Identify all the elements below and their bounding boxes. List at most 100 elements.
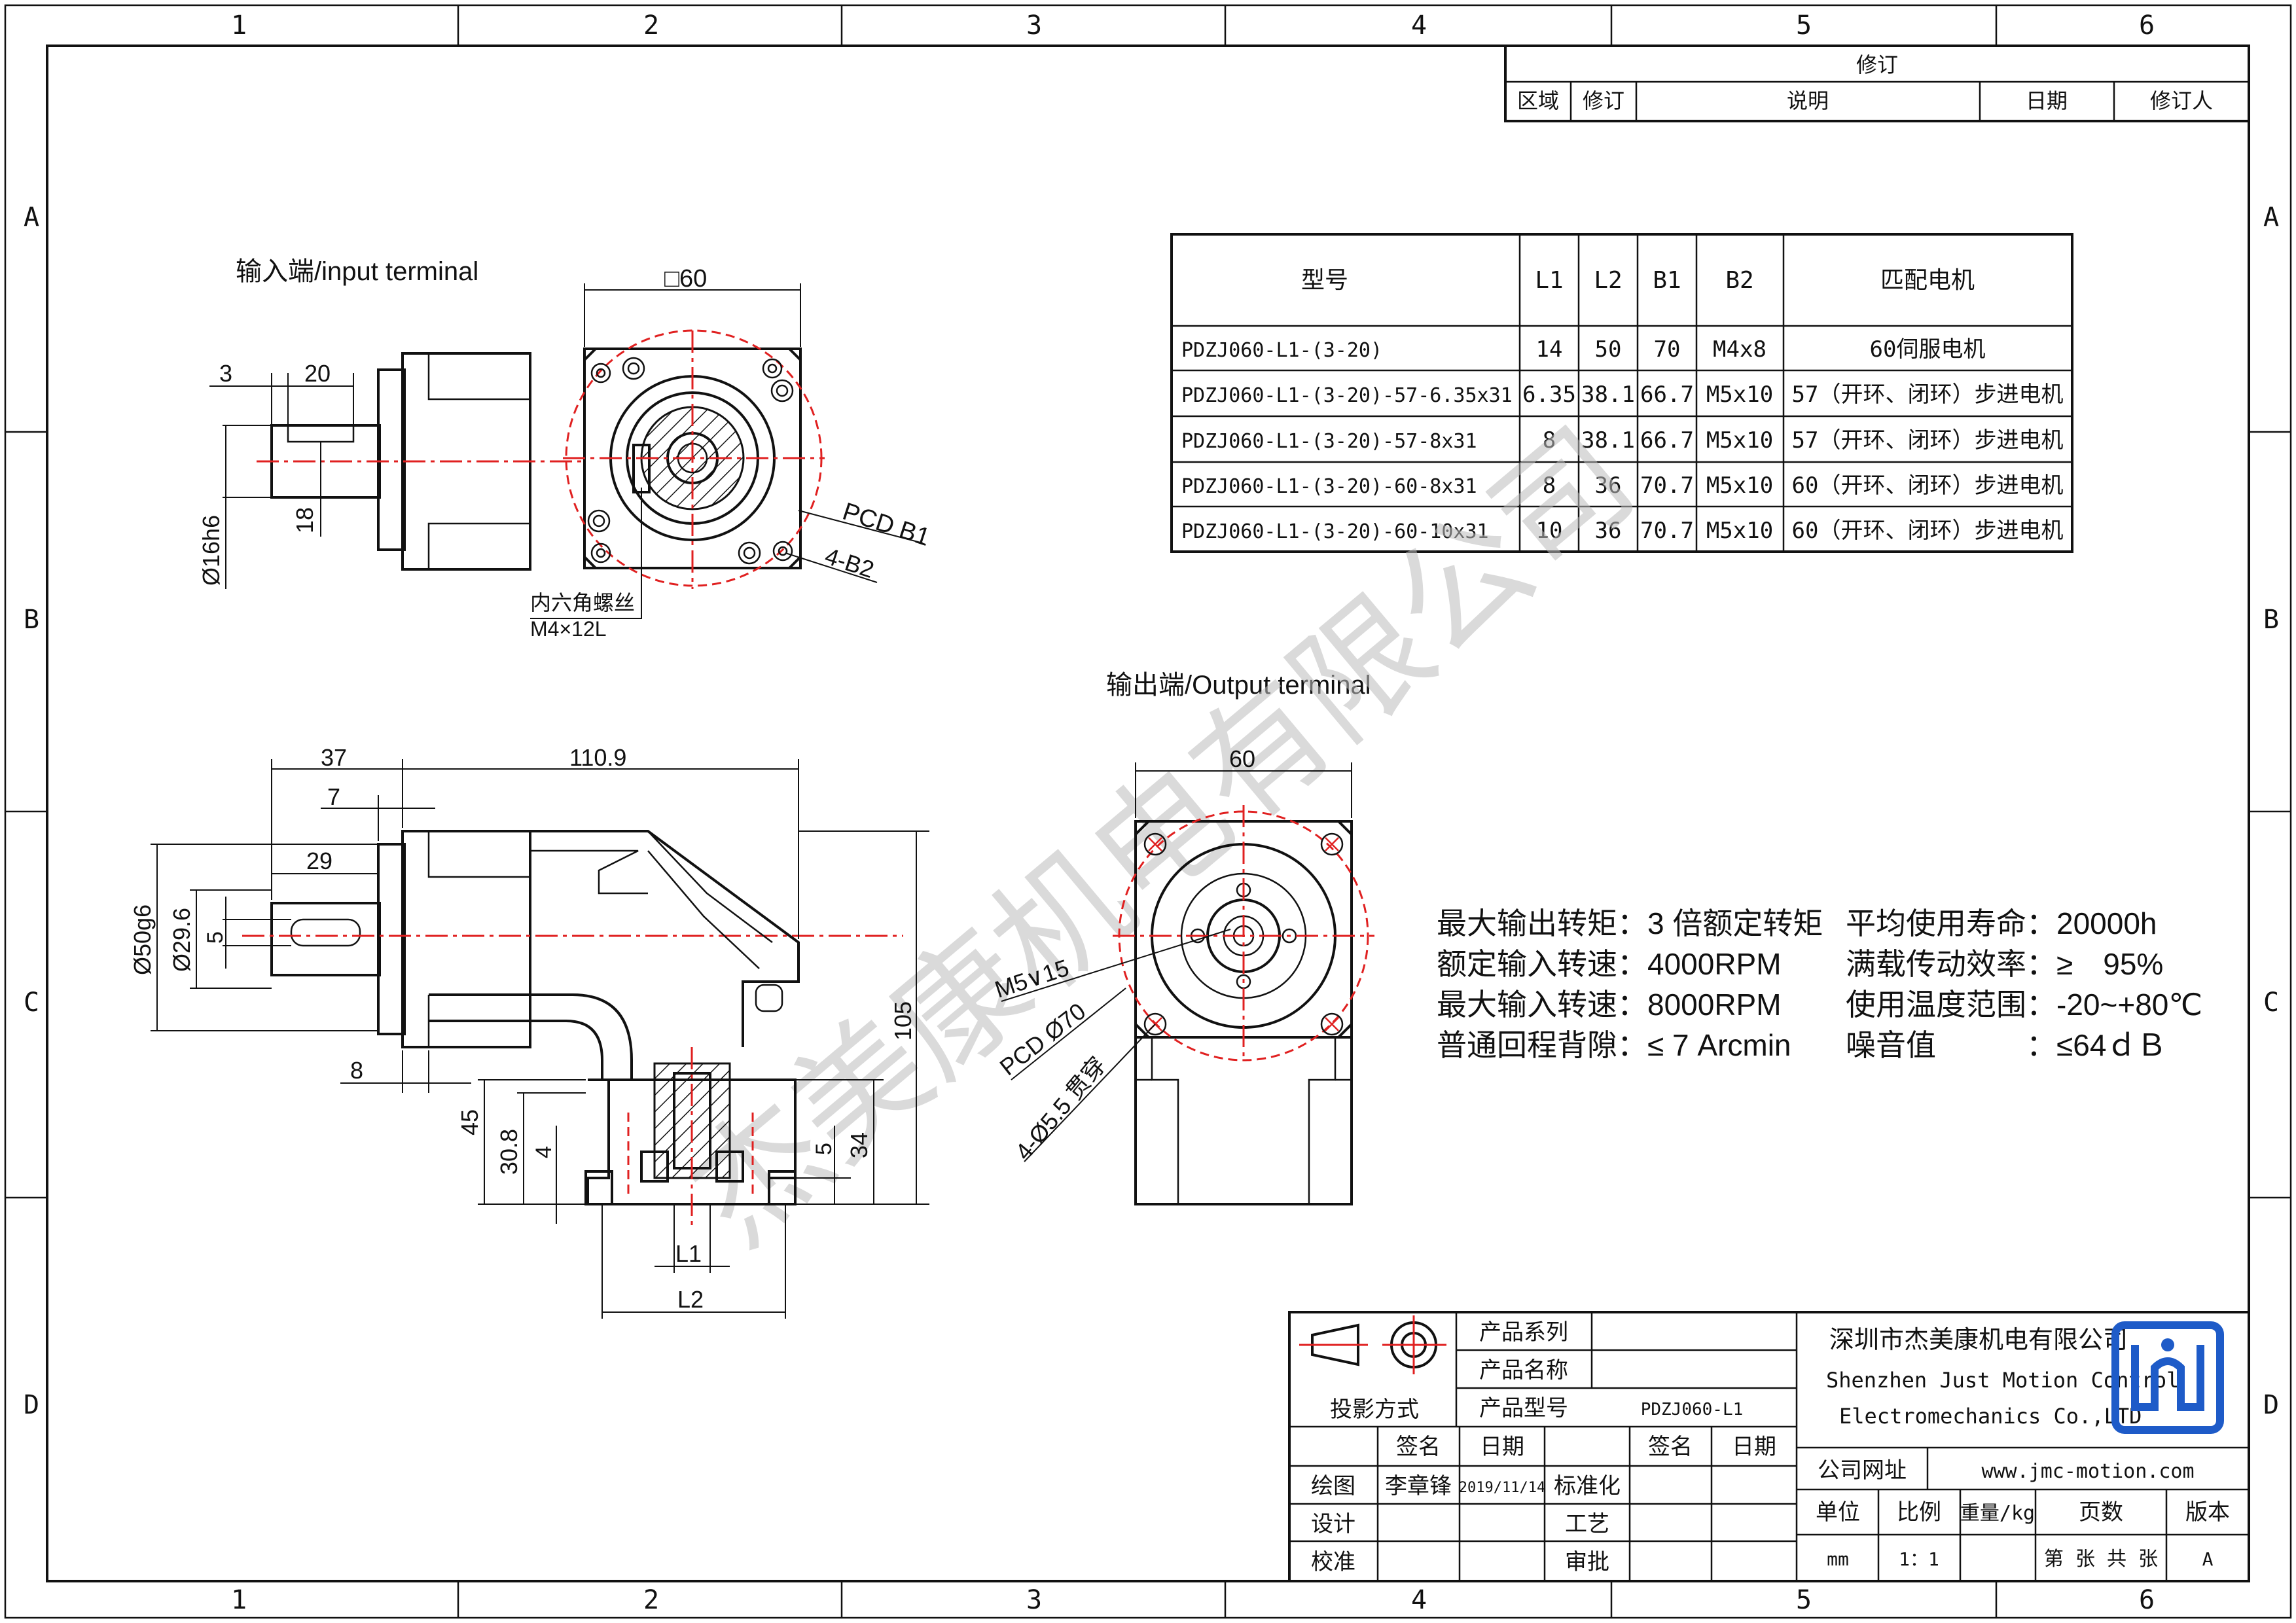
tb-check: 校准	[1311, 1549, 1355, 1575]
spec-list-left: 最大输出转矩：3 倍额定转矩 额定输入转速：4000RPM 最大输入转速：800…	[1437, 903, 1823, 1065]
col-label-3: 3	[1026, 10, 1042, 41]
spec-cell-r0-c3: 70	[1654, 336, 1681, 363]
dim-16h6: Ø16h6	[198, 515, 224, 586]
note-hex-screw: 内六角螺丝	[530, 591, 635, 615]
col-label-6: 6	[2139, 10, 2155, 41]
dim-pcd-b1: PCD B1	[839, 498, 933, 552]
revision-col-area: 区域	[1517, 88, 1559, 113]
spec-cell-r0-c2: 50	[1595, 336, 1622, 363]
spec-efficiency: 满载传动效率：≥ 95%	[1846, 947, 2164, 981]
dim-7: 7	[327, 783, 340, 810]
spec-max-torque: 最大输出转矩：3 倍额定转矩	[1437, 906, 1823, 940]
revision-col-rev: 修订	[1583, 88, 1624, 113]
tb-approve: 审批	[1565, 1549, 1609, 1575]
spec-header-l1: L1	[1535, 267, 1563, 294]
row-label-b-r: B	[2263, 605, 2279, 635]
col-label-1b: 1	[231, 1585, 247, 1615]
tb-version-label: 版本	[2185, 1499, 2230, 1525]
tb-pages-label: 页数	[2079, 1499, 2123, 1525]
tb-pages: 第 张 共 张	[2044, 1548, 2158, 1571]
row-label-a-r: A	[2263, 202, 2279, 232]
tb-scale-label: 比例	[1897, 1499, 1941, 1525]
revision-table: 修订 区域 修订 说明 日期 修订人	[1504, 45, 2250, 122]
revision-title: 修订	[1856, 52, 1898, 77]
dim-30-8: 30.8	[495, 1129, 522, 1175]
dim-20: 20	[304, 360, 331, 387]
spec-cell-r2-c5: 57（开环、闭环）步进电机	[1792, 427, 2064, 454]
tb-date: 日期	[1480, 1434, 1524, 1460]
spec-header-b2: B2	[1725, 267, 1753, 294]
spec-cell-r3-c5: 60（开环、闭环）步进电机	[1792, 473, 2064, 499]
tb-model-label: 产品型号	[1479, 1395, 1568, 1421]
dim-18: 18	[291, 507, 318, 533]
tb-name-label: 产品名称	[1479, 1357, 1568, 1383]
row-label-d: D	[24, 1390, 39, 1420]
row-label-c-r: C	[2263, 988, 2279, 1018]
tb-drawer: 李章锋	[1385, 1473, 1452, 1499]
input-side-view	[257, 352, 583, 571]
output-view-title: 输出端/Output terminal	[1106, 671, 1371, 700]
col-label-3b: 3	[1026, 1585, 1042, 1615]
spec-cell-r4-c5: 60（开环、闭环）步进电机	[1792, 518, 2064, 544]
tb-series-label: 产品系列	[1479, 1319, 1568, 1346]
spec-noise: 噪音值 ：≤64ｄＢ	[1846, 1028, 2167, 1062]
spec-cell-r1-c2: 38.1	[1581, 382, 1635, 408]
tb-scale: 1：1	[1899, 1548, 1939, 1570]
row-label-b: B	[24, 605, 39, 635]
dim-45: 45	[456, 1109, 483, 1135]
col-label-2: 2	[643, 10, 659, 41]
col-label-1: 1	[231, 10, 247, 41]
col-label-4b: 4	[1411, 1585, 1427, 1615]
sheet-frame: 1 2 3 4 5 6 1 2 3 4 5 6 A B C D A B C D	[4, 4, 2292, 1619]
tb-website: www.jmc-motion.com	[1981, 1460, 2194, 1483]
spec-backlash: 普通回程背隙：≤ 7 Arcmin	[1437, 1028, 1791, 1062]
projection-symbol-icon	[1299, 1315, 1446, 1374]
spec-cell-r3-c4: M5x10	[1706, 473, 1773, 499]
spec-rated-speed: 额定输入转速：4000RPM	[1437, 947, 1782, 981]
dim-29: 29	[306, 847, 332, 874]
spec-header-l2: L2	[1594, 267, 1622, 294]
spec-cell-r4-c1: 10	[1536, 518, 1563, 544]
tb-sign: 签名	[1396, 1434, 1441, 1460]
spec-cell-r1-c5: 57（开环、闭环）步进电机	[1792, 382, 2064, 408]
tb-draw-date: 2019/11/14	[1459, 1480, 1545, 1496]
dim-4-b2: 4-B2	[822, 543, 878, 583]
input-view-title: 输入端/input terminal	[236, 257, 478, 286]
dim-l2: L2	[677, 1286, 704, 1313]
revision-col-reviser: 修订人	[2150, 88, 2213, 113]
tb-weight-label: 重量/kg	[1960, 1502, 2035, 1525]
dim-out-60: 60	[1229, 745, 1255, 772]
col-label-2b: 2	[643, 1585, 659, 1615]
spec-cell-r3-c0: PDZJ060-L1-(3-20)-60-8x31	[1181, 475, 1477, 498]
col-label-6b: 6	[2139, 1585, 2155, 1615]
dim-square-60: □60	[664, 265, 707, 293]
row-label-d-r: D	[2263, 1390, 2279, 1420]
jmc-logo-icon	[2111, 1321, 2224, 1434]
dim-110-9: 110.9	[569, 744, 626, 771]
spec-header-motor: 匹配电机	[1880, 267, 1975, 294]
tb-unit-label: 单位	[1816, 1499, 1860, 1525]
tb-unit: mm	[1827, 1548, 1849, 1570]
spec-cell-r4-c3: 70.7	[1640, 518, 1694, 544]
output-face-view	[1113, 805, 1374, 1205]
input-face-view	[563, 329, 825, 589]
spec-cell-r0-c0: PDZJ060-L1-(3-20)	[1181, 339, 1382, 362]
tb-standard: 标准化	[1554, 1473, 1621, 1499]
tb-process: 工艺	[1565, 1511, 1609, 1537]
dim-5a: 5	[203, 931, 228, 944]
spec-cell-r1-c0: PDZJ060-L1-(3-20)-57-6.35x31	[1181, 384, 1513, 407]
spec-lifetime: 平均使用寿命：20000h	[1846, 906, 2157, 940]
spec-cell-r0-c1: 14	[1536, 336, 1563, 363]
spec-cell-r4-c2: 36	[1595, 518, 1622, 544]
col-label-4: 4	[1411, 10, 1427, 41]
revision-col-date: 日期	[2026, 88, 2068, 113]
col-label-5: 5	[1796, 10, 1812, 41]
dim-l1: L1	[675, 1240, 702, 1267]
dim-3: 3	[219, 360, 232, 387]
spec-list-right: 平均使用寿命：20000h 满载传动效率：≥ 95% 使用温度范围：-20~+8…	[1846, 903, 2202, 1065]
dim-105: 105	[889, 1001, 916, 1041]
spec-cell-r3-c1: 8	[1543, 473, 1556, 499]
spec-cell-r2-c3: 66.7	[1640, 427, 1694, 454]
